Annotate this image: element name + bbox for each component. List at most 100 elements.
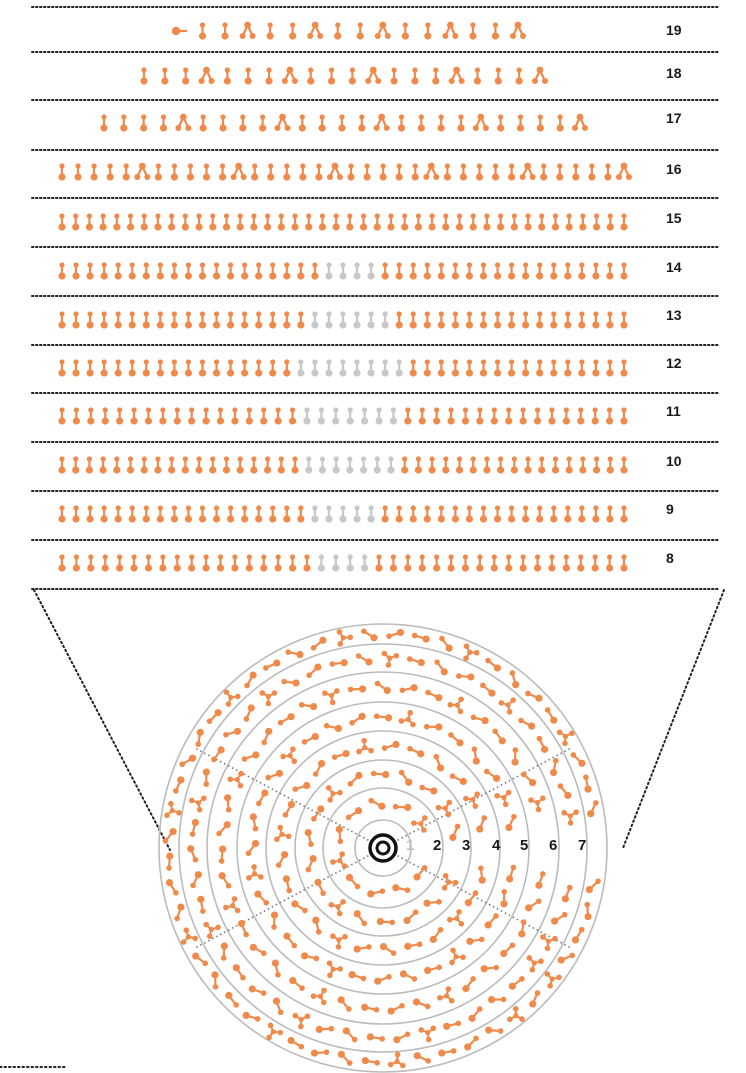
pin-glyph bbox=[283, 262, 291, 280]
ring-glyph bbox=[393, 1031, 411, 1044]
inactive-glyph bbox=[303, 407, 311, 425]
ring-glyph bbox=[291, 900, 308, 914]
pin-glyph bbox=[173, 554, 181, 572]
pin-glyph bbox=[620, 407, 628, 425]
ring-glyph bbox=[348, 971, 367, 982]
ring-glyph bbox=[292, 781, 311, 792]
branch-glyph bbox=[423, 162, 440, 180]
ring-glyph bbox=[387, 1002, 405, 1015]
branch-glyph bbox=[442, 21, 459, 39]
pin-glyph bbox=[451, 311, 459, 329]
pin-glyph bbox=[216, 407, 225, 425]
pin-glyph bbox=[101, 407, 109, 425]
ring-glyph bbox=[256, 789, 269, 807]
ring-glyph bbox=[361, 1003, 380, 1013]
pin-glyph bbox=[283, 311, 291, 329]
inactive-glyph bbox=[325, 359, 333, 377]
ring-glyph bbox=[261, 727, 273, 746]
pin-glyph bbox=[184, 262, 193, 280]
ring-glyph bbox=[525, 898, 542, 912]
ring-glyph bbox=[505, 813, 517, 832]
ring-glyph bbox=[272, 997, 284, 1016]
pin-glyph bbox=[522, 505, 530, 523]
pin-glyph bbox=[592, 213, 601, 231]
ring-glyph bbox=[211, 746, 225, 763]
ring-glyph bbox=[392, 803, 412, 812]
pin-glyph bbox=[404, 554, 412, 572]
pin-glyph bbox=[592, 505, 600, 523]
pin-glyph bbox=[260, 554, 268, 572]
row-glyphs-8 bbox=[58, 554, 628, 572]
pin-glyph bbox=[113, 456, 121, 474]
inactive-glyph bbox=[373, 456, 381, 474]
pin-glyph bbox=[72, 262, 80, 280]
ring-glyph bbox=[270, 911, 279, 930]
pin-glyph bbox=[359, 213, 368, 231]
pin-glyph bbox=[239, 114, 247, 132]
sector-divider bbox=[393, 852, 571, 949]
ring-glyph bbox=[345, 807, 363, 821]
pin-glyph bbox=[120, 114, 128, 132]
row-glyphs-13 bbox=[58, 311, 628, 329]
pin-glyph bbox=[130, 554, 138, 572]
ring-glyph bbox=[304, 828, 314, 848]
pin-glyph bbox=[87, 554, 95, 572]
ring-glyph bbox=[584, 901, 592, 921]
pin-glyph bbox=[565, 213, 573, 231]
branch-glyph bbox=[448, 66, 465, 84]
ring-glyph bbox=[437, 986, 455, 1004]
pin-glyph bbox=[428, 456, 436, 474]
ring-label-4: 4 bbox=[492, 837, 501, 854]
pin-glyph bbox=[227, 359, 235, 377]
pin-glyph bbox=[184, 359, 193, 377]
pin-glyph bbox=[493, 359, 502, 377]
pin-glyph bbox=[299, 163, 307, 181]
ring-glyph bbox=[331, 749, 350, 760]
branch-glyph bbox=[519, 162, 536, 180]
ring-glyph bbox=[464, 1035, 479, 1051]
ring-glyph bbox=[557, 952, 576, 964]
pin-glyph bbox=[227, 505, 235, 523]
pin-glyph bbox=[505, 407, 513, 425]
ring-glyph bbox=[511, 747, 519, 766]
pin-glyph bbox=[483, 456, 491, 474]
ring-glyph bbox=[447, 696, 464, 715]
pin-glyph bbox=[455, 456, 464, 474]
pin-glyph bbox=[267, 163, 275, 181]
pin-glyph bbox=[508, 262, 516, 280]
ring-glyph bbox=[326, 960, 343, 979]
pin-glyph bbox=[605, 407, 614, 425]
ring-glyph bbox=[311, 805, 325, 822]
ring-glyph bbox=[585, 878, 601, 894]
ring-glyph bbox=[462, 976, 476, 993]
pin-glyph bbox=[266, 22, 274, 40]
pin-glyph bbox=[218, 163, 227, 181]
pin-glyph bbox=[538, 456, 546, 474]
row-glyphs-12 bbox=[58, 359, 628, 377]
pin-glyph bbox=[222, 213, 231, 231]
ring bbox=[158, 623, 608, 1073]
inactive-glyph bbox=[325, 311, 333, 329]
branch-glyph bbox=[572, 113, 588, 131]
pin-glyph bbox=[465, 311, 474, 329]
pin-glyph bbox=[202, 554, 210, 572]
funnel-lines bbox=[0, 589, 725, 1068]
ring-glyph bbox=[162, 827, 177, 844]
pin-glyph bbox=[442, 213, 450, 231]
pin-glyph bbox=[524, 456, 532, 474]
pin-glyph bbox=[260, 407, 268, 425]
pin-glyph bbox=[298, 114, 306, 132]
pin-glyph bbox=[181, 456, 189, 474]
ring-glyph bbox=[439, 635, 453, 652]
pin-glyph bbox=[606, 456, 614, 474]
pin-glyph bbox=[533, 407, 542, 425]
pin-glyph bbox=[395, 262, 403, 280]
ring-glyph bbox=[398, 709, 416, 728]
ring-glyph bbox=[274, 824, 292, 843]
pin-glyph bbox=[497, 456, 505, 474]
ring-glyph bbox=[310, 636, 327, 651]
pin-glyph bbox=[461, 554, 470, 572]
pin-glyph bbox=[241, 262, 249, 280]
pin-glyph bbox=[126, 456, 135, 474]
